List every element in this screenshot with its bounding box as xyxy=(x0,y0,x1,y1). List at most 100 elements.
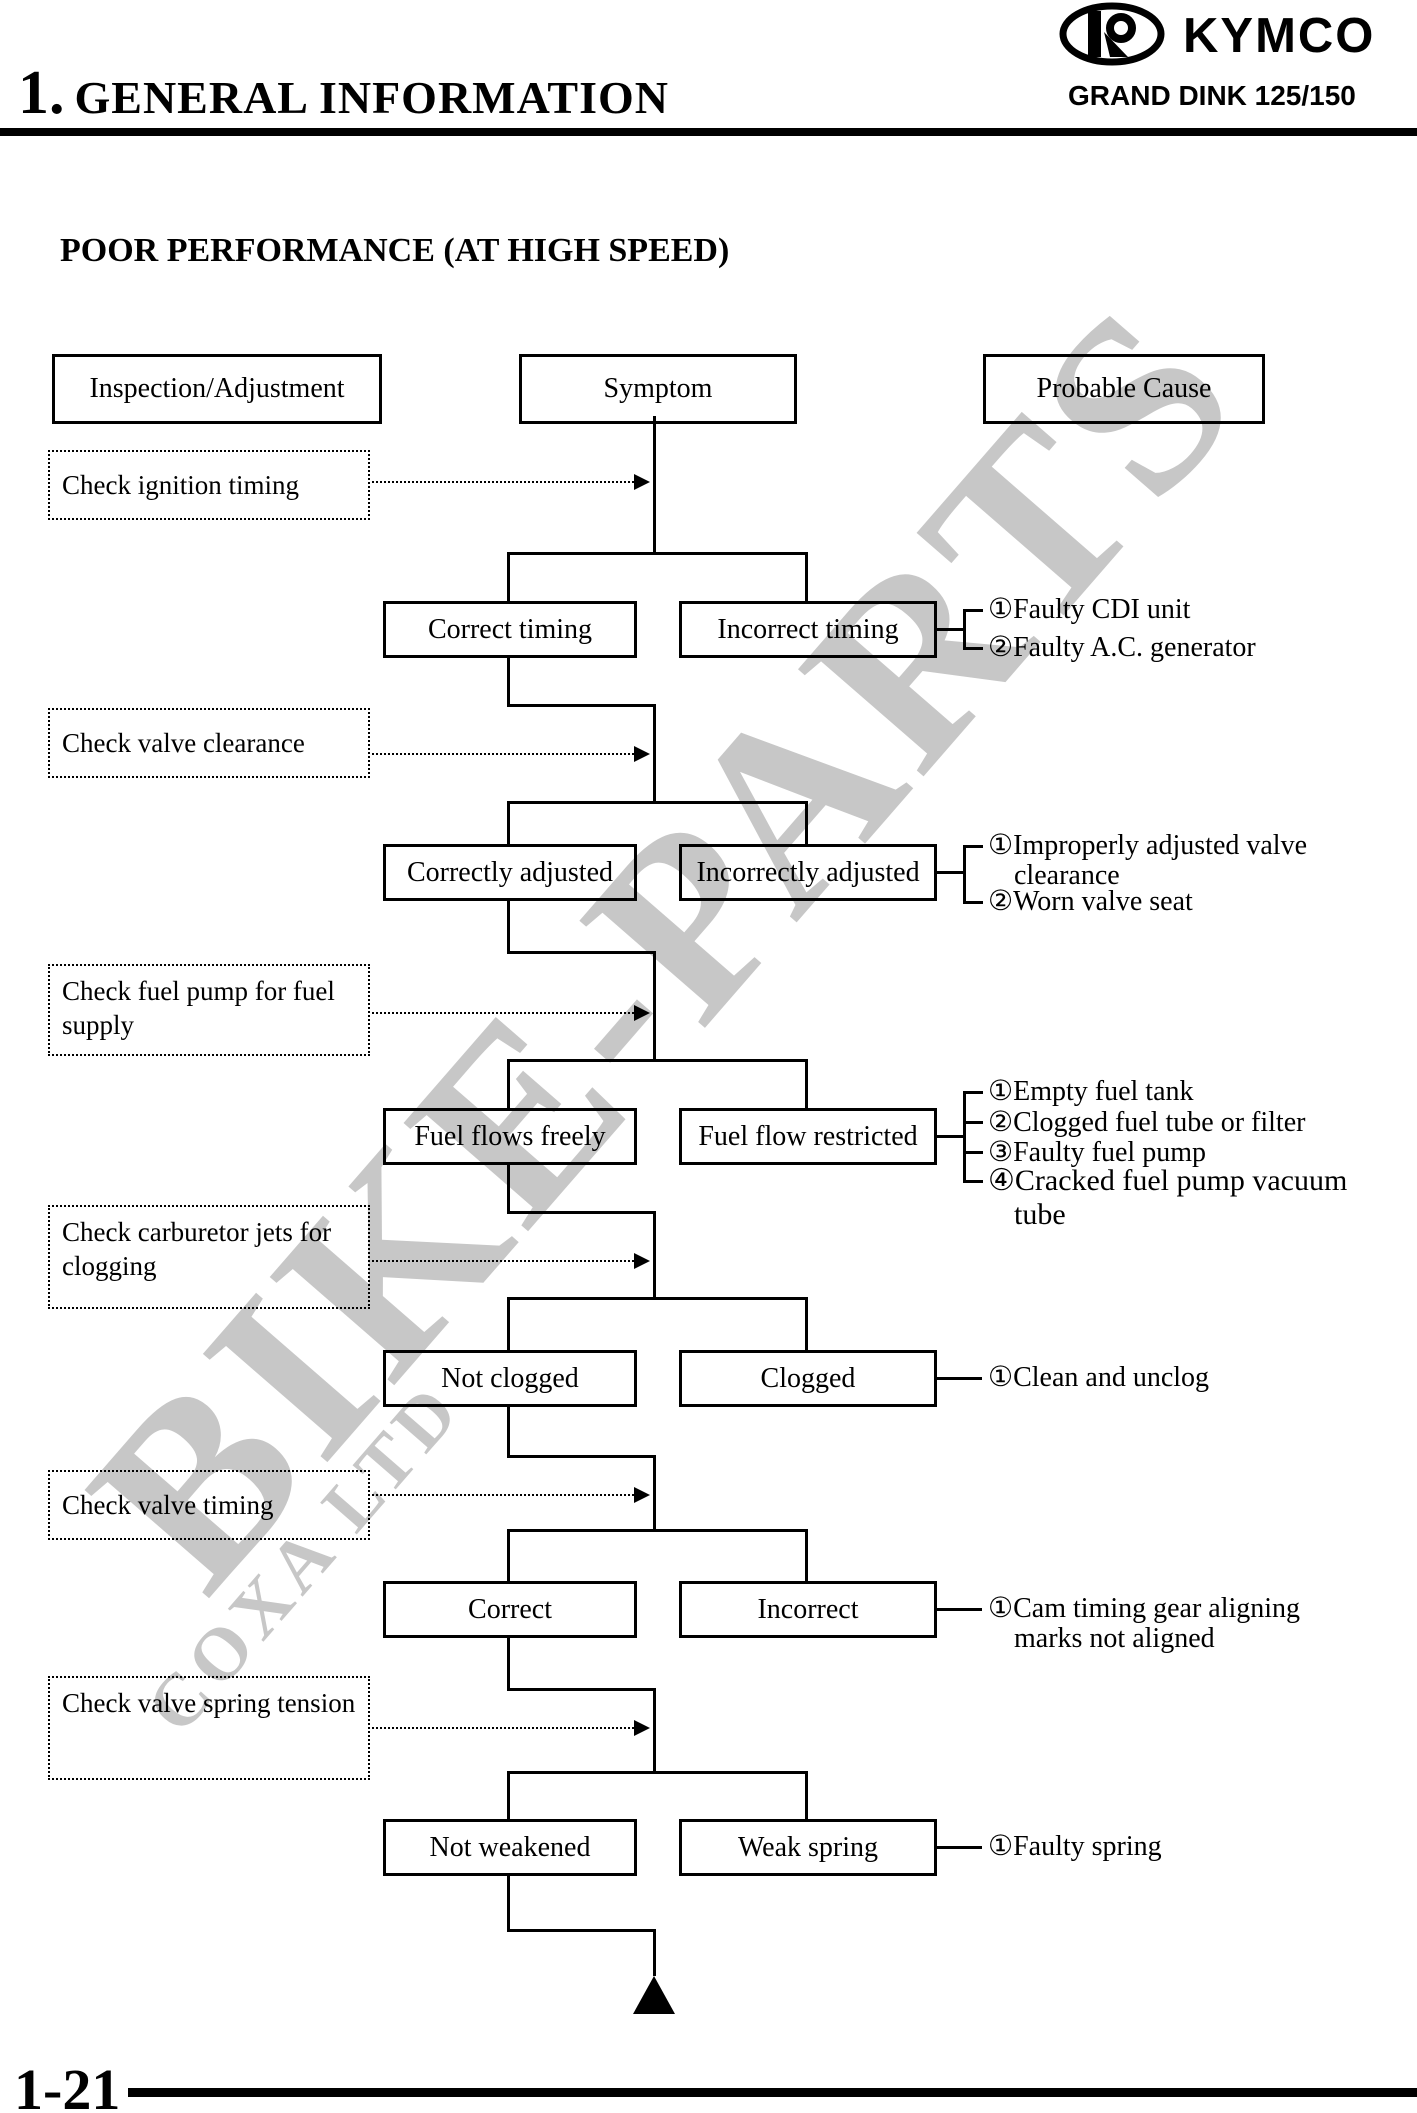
check-box-ignition-timing: Check ignition timing xyxy=(48,450,370,520)
header-rule xyxy=(0,128,1417,136)
chapter-number: 1. xyxy=(18,59,65,127)
cause-stub xyxy=(963,1121,983,1124)
check-box-valve-timing: Check valve timing xyxy=(48,1470,370,1540)
result-box-correctly-adjusted: Correctly adjusted xyxy=(383,844,637,901)
cause-line: ①Faulty spring xyxy=(988,1831,1162,1862)
cause-connector xyxy=(937,1608,982,1611)
cause-stub xyxy=(963,1180,983,1183)
arrowhead-icon xyxy=(634,746,650,762)
cause-bracket xyxy=(963,1091,966,1183)
arrowhead-icon xyxy=(634,1005,650,1021)
cause-stub xyxy=(963,845,983,848)
cause-connector xyxy=(937,871,966,874)
chapter-title: GENERAL INFORMATION xyxy=(74,72,669,123)
flow-line xyxy=(507,1059,510,1108)
flow-line xyxy=(653,704,656,802)
arrowhead-icon xyxy=(634,1720,650,1736)
cause-connector xyxy=(937,1846,982,1849)
flow-line xyxy=(507,1297,510,1350)
cause-line: tube xyxy=(1014,1198,1066,1231)
flow-line xyxy=(507,1297,808,1300)
footer-rule xyxy=(128,2088,1417,2097)
result-box-correct-timing: Correct timing xyxy=(383,601,637,658)
flow-line xyxy=(507,1529,510,1581)
arrowhead-icon xyxy=(634,1487,650,1503)
cause-connector xyxy=(937,628,966,631)
flow-line xyxy=(653,1211,656,1298)
flow-line xyxy=(507,1163,510,1214)
flow-line xyxy=(653,951,656,1060)
flow-line xyxy=(507,951,656,954)
page-number: 1-21 xyxy=(14,2057,121,2113)
flow-arrow-line xyxy=(372,753,634,755)
flow-line xyxy=(805,1529,808,1581)
cause-line: ②Worn valve seat xyxy=(988,886,1193,917)
result-box-fuel-flows-freely: Fuel flows freely xyxy=(383,1108,637,1165)
model-name: GRAND DINK 125/150 xyxy=(1068,80,1356,111)
cause-line: ②Clogged fuel tube or filter xyxy=(988,1107,1306,1138)
flow-line xyxy=(507,801,808,804)
cause-connector xyxy=(937,1135,966,1138)
result-box-incorrect: Incorrect xyxy=(679,1581,937,1638)
flow-line xyxy=(507,1771,510,1819)
cause-line: ③Faulty fuel pump xyxy=(988,1137,1206,1168)
flow-line xyxy=(507,1688,656,1691)
column-header-symptom: Symptom xyxy=(519,354,797,424)
column-header-probable-cause: Probable Cause xyxy=(983,354,1265,424)
flow-line xyxy=(507,1455,656,1458)
arrowhead-icon xyxy=(634,1253,650,1269)
flow-line xyxy=(805,552,808,601)
result-box-fuel-flow-restricted: Fuel flow restricted xyxy=(679,1108,937,1165)
cause-stub xyxy=(963,901,983,904)
cause-stub xyxy=(963,1091,983,1094)
flow-arrow-line xyxy=(372,1494,634,1496)
cause-line: ①Empty fuel tank xyxy=(988,1076,1194,1107)
flow-line xyxy=(805,1771,808,1819)
flow-line xyxy=(805,1059,808,1108)
column-header-inspection: Inspection/Adjustment xyxy=(52,354,382,424)
cause-line: ④Cracked fuel pump vacuum xyxy=(988,1164,1348,1197)
flow-line xyxy=(805,801,808,844)
flow-line xyxy=(653,1455,656,1530)
flow-line xyxy=(507,1529,808,1532)
check-box-valve-clearance: Check valve clearance xyxy=(48,708,370,778)
cause-line: ②Faulty A.C. generator xyxy=(988,632,1256,663)
result-box-incorrect-timing: Incorrect timing xyxy=(679,601,937,658)
flow-line xyxy=(507,1771,808,1774)
flow-line xyxy=(507,704,656,707)
brand-wordmark: KYMCO xyxy=(1183,9,1376,63)
arrowhead-icon xyxy=(634,474,650,490)
flow-line xyxy=(507,1874,510,1932)
cause-stub xyxy=(963,1151,983,1154)
cause-line: ①Faulty CDI unit xyxy=(988,594,1191,625)
cause-stub xyxy=(963,609,983,612)
check-box-valve-spring: Check valve spring tension xyxy=(48,1676,370,1780)
chapter-heading: 1. GENERAL INFORMATION xyxy=(18,58,669,129)
cause-stub xyxy=(963,647,983,650)
flow-arrow-line xyxy=(372,481,634,483)
flow-line xyxy=(507,656,510,707)
result-box-incorrectly-adjusted: Incorrectly adjusted xyxy=(679,844,937,901)
check-box-carburetor-jets: Check carburetor jets for clogging xyxy=(48,1205,370,1309)
section-title: POOR PERFORMANCE (AT HIGH SPEED) xyxy=(60,232,730,269)
flow-end-triangle-icon xyxy=(633,1976,675,2014)
cause-bracket xyxy=(963,845,966,904)
flow-line xyxy=(507,552,808,555)
flow-line xyxy=(653,1688,656,1772)
cause-connector xyxy=(937,1377,982,1380)
cause-line: ①Cam timing gear aligning xyxy=(988,1593,1301,1624)
flow-line xyxy=(805,1297,808,1350)
flow-line xyxy=(507,899,510,954)
flow-line xyxy=(507,1929,656,1932)
result-box-weak-spring: Weak spring xyxy=(679,1819,937,1876)
cause-line: ①Improperly adjusted valve xyxy=(988,830,1308,861)
flow-line xyxy=(653,1929,656,1976)
kymco-logo-icon xyxy=(1059,2,1165,66)
flow-line xyxy=(507,801,510,844)
cause-bracket xyxy=(963,609,966,650)
flow-line xyxy=(653,416,656,553)
result-box-not-clogged: Not clogged xyxy=(383,1350,637,1407)
result-box-clogged: Clogged xyxy=(679,1350,937,1407)
flow-arrow-line xyxy=(372,1727,634,1729)
